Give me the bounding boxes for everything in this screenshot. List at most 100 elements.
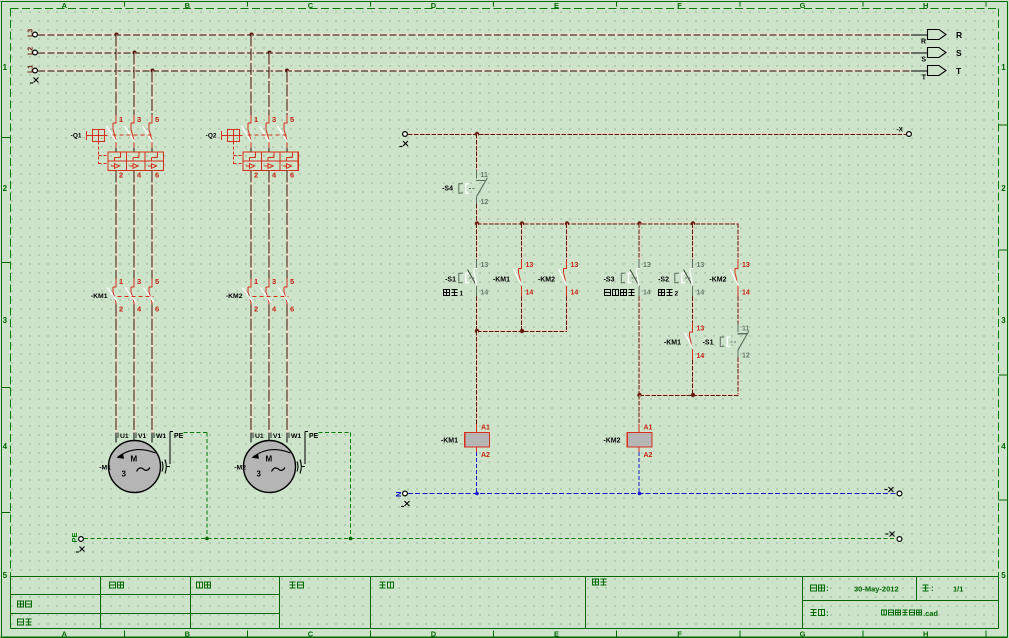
svg-text:U1: U1 [120,433,129,440]
svg-text:A1: A1 [644,425,653,432]
svg-text:E: E [554,1,559,10]
svg-text:11: 11 [742,325,750,332]
svg-text:S: S [956,48,962,58]
svg-text:3: 3 [272,277,276,286]
svg-text:13: 13 [697,325,705,332]
svg-text:-KM1: -KM1 [493,277,510,284]
svg-text:PE: PE [174,433,184,440]
svg-text:11: 11 [481,172,489,179]
svg-text:-KM1: -KM1 [441,438,458,445]
svg-text:N: N [394,492,403,497]
svg-text:1: 1 [119,277,123,286]
svg-text:2: 2 [254,305,258,314]
svg-text:C: C [308,1,314,10]
svg-text:4: 4 [137,305,142,314]
svg-text:A: A [62,1,68,10]
svg-text:5: 5 [155,277,159,286]
svg-text:13: 13 [571,262,579,269]
svg-text:3: 3 [272,115,276,124]
svg-text:R: R [921,39,926,46]
svg-text:C: C [308,630,314,638]
svg-text:14: 14 [481,290,489,297]
svg-text:1: 1 [254,277,258,286]
svg-text:V1: V1 [138,433,147,440]
svg-text:-M1: -M1 [99,465,111,472]
svg-text:G: G [800,1,806,10]
svg-text:-Q2: -Q2 [206,133,217,140]
svg-text:13: 13 [742,262,750,269]
svg-text:1: 1 [1001,63,1006,72]
svg-text:3: 3 [137,277,141,286]
svg-text:D: D [431,1,437,10]
svg-text:4: 4 [272,305,277,314]
svg-text:-KM2: -KM2 [603,438,620,445]
svg-text:13: 13 [526,262,534,269]
svg-text:R: R [956,30,962,40]
svg-text:5: 5 [290,277,294,286]
svg-text:14: 14 [571,290,579,297]
svg-text:2: 2 [3,184,8,193]
svg-text:2: 2 [254,170,258,179]
svg-text:B: B [185,630,191,638]
svg-text:A2: A2 [481,452,490,459]
svg-text:12: 12 [742,352,750,359]
svg-text::: : [826,584,829,593]
svg-text:5: 5 [290,115,294,124]
svg-text:2: 2 [675,291,679,298]
svg-text:B: B [185,1,191,10]
svg-text:L2: L2 [28,47,35,55]
svg-text:1: 1 [3,63,8,72]
svg-text:H: H [923,1,928,10]
svg-text:-Q1: -Q1 [71,133,82,140]
svg-text:13: 13 [697,262,705,269]
svg-text:G: G [800,630,806,638]
svg-text:14: 14 [643,290,651,297]
svg-text:F: F [677,1,682,10]
svg-text:2: 2 [119,170,123,179]
svg-text:5: 5 [155,115,159,124]
svg-text:30-May-2012: 30-May-2012 [854,585,899,594]
svg-text:U1: U1 [255,433,264,440]
svg-text:12: 12 [481,199,489,206]
svg-text:V1: V1 [273,433,282,440]
svg-text:M: M [131,455,138,464]
svg-text:-KM2: -KM2 [538,277,555,284]
svg-text:-X: -X [897,127,904,134]
svg-text:3: 3 [1001,316,1006,325]
svg-text:6: 6 [290,305,294,314]
svg-text:6: 6 [290,170,294,179]
svg-text:T: T [922,75,927,82]
svg-text:-M2: -M2 [234,465,246,472]
svg-text:1: 1 [254,115,258,124]
svg-text:W1: W1 [156,433,166,440]
svg-text:2: 2 [119,305,123,314]
svg-text:5: 5 [1001,571,1006,580]
svg-text:A2: A2 [644,452,653,459]
svg-text::: : [826,609,829,618]
svg-text:D: D [431,630,437,638]
svg-text:F: F [677,630,682,638]
svg-text:-S4: -S4 [442,186,453,193]
svg-text:13: 13 [643,262,651,269]
svg-text:1: 1 [119,115,123,124]
svg-text:14: 14 [526,290,534,297]
svg-text:S: S [921,57,926,64]
svg-text:4: 4 [272,170,277,179]
svg-text:3: 3 [137,115,141,124]
svg-text:T: T [956,66,962,76]
svg-text:-KM2: -KM2 [226,293,243,300]
svg-text:A1: A1 [481,425,490,432]
svg-text:3: 3 [3,316,8,325]
svg-text:W1: W1 [291,433,301,440]
svg-text:L1: L1 [28,65,35,73]
svg-text:14: 14 [742,290,750,297]
svg-text:14: 14 [697,353,705,360]
svg-text::: : [931,584,934,593]
svg-text:-S2: -S2 [658,277,669,284]
svg-text:3: 3 [122,470,127,479]
svg-text:5: 5 [3,571,8,580]
svg-text:PE: PE [309,433,319,440]
svg-text:-KM1: -KM1 [664,340,681,347]
svg-text:.cad: .cad [923,609,938,618]
svg-text:13: 13 [481,262,489,269]
